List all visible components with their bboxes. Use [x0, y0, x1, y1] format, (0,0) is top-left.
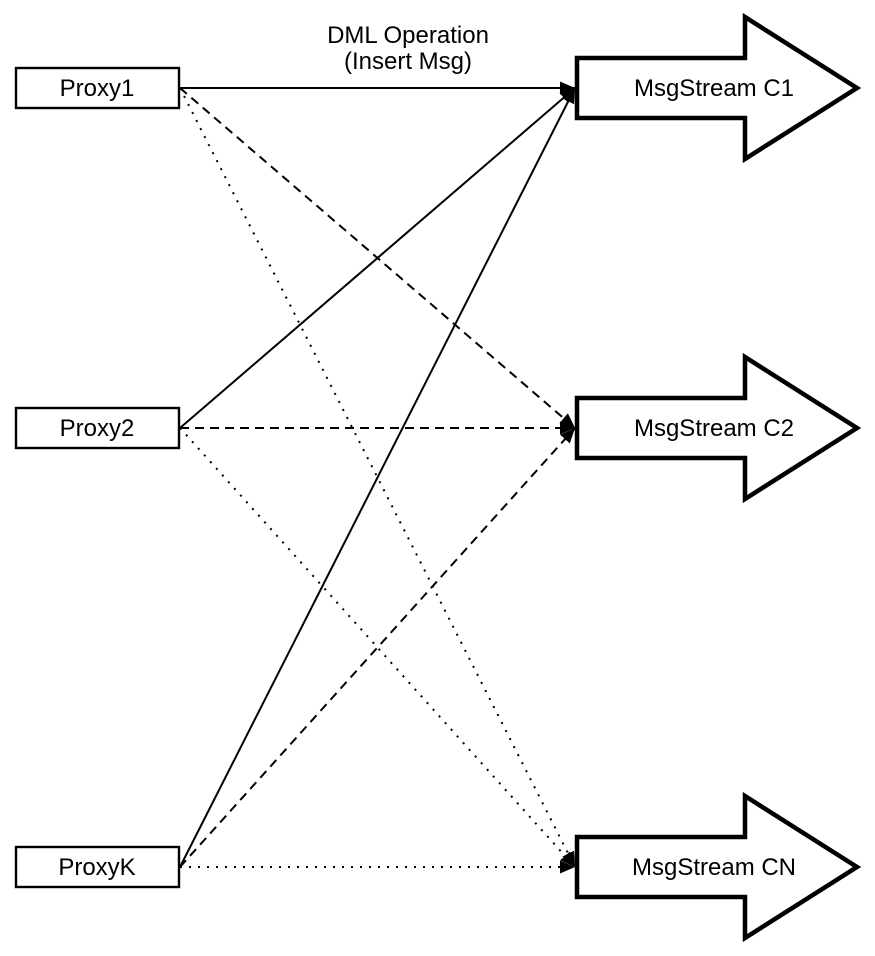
proxy2-label: Proxy2 — [60, 415, 135, 442]
node-proxyk: ProxyK — [14, 845, 181, 889]
proxy1-label: Proxy1 — [60, 75, 135, 102]
edge-proxyk-c1 — [179, 87, 576, 868]
msgstream-c2-label: MsgStream C2 — [634, 415, 794, 442]
proxyk-box — [14, 845, 181, 889]
msgstream-c2-arrow-shape — [574, 352, 862, 504]
msgstream-cn-label: MsgStream CN — [632, 854, 796, 881]
edge-proxy1-cn — [179, 87, 576, 868]
proxy1-box — [14, 66, 181, 110]
node-proxy2: Proxy2 — [14, 406, 181, 450]
diagram-title-line2: (Insert Msg) — [344, 48, 472, 75]
edge-proxyk-c2 — [179, 427, 576, 868]
node-msgstream-cn: MsgStream CN — [574, 791, 862, 943]
msgstream-c1-label: MsgStream C1 — [634, 75, 794, 102]
edge-proxy2-c1 — [179, 87, 576, 429]
msgstream-cn-arrow-shape — [574, 791, 862, 943]
proxy2-box — [14, 406, 181, 450]
edge-lines — [179, 81, 576, 874]
msgstream-c1-arrow-shape — [574, 12, 862, 164]
proxyk-label: ProxyK — [58, 854, 135, 881]
node-proxy1: Proxy1 — [14, 66, 181, 110]
diagram-title-line1: DML Operation — [327, 22, 489, 49]
node-msgstream-c1: MsgStream C1 — [574, 12, 862, 164]
node-msgstream-c2: MsgStream C2 — [574, 352, 862, 504]
